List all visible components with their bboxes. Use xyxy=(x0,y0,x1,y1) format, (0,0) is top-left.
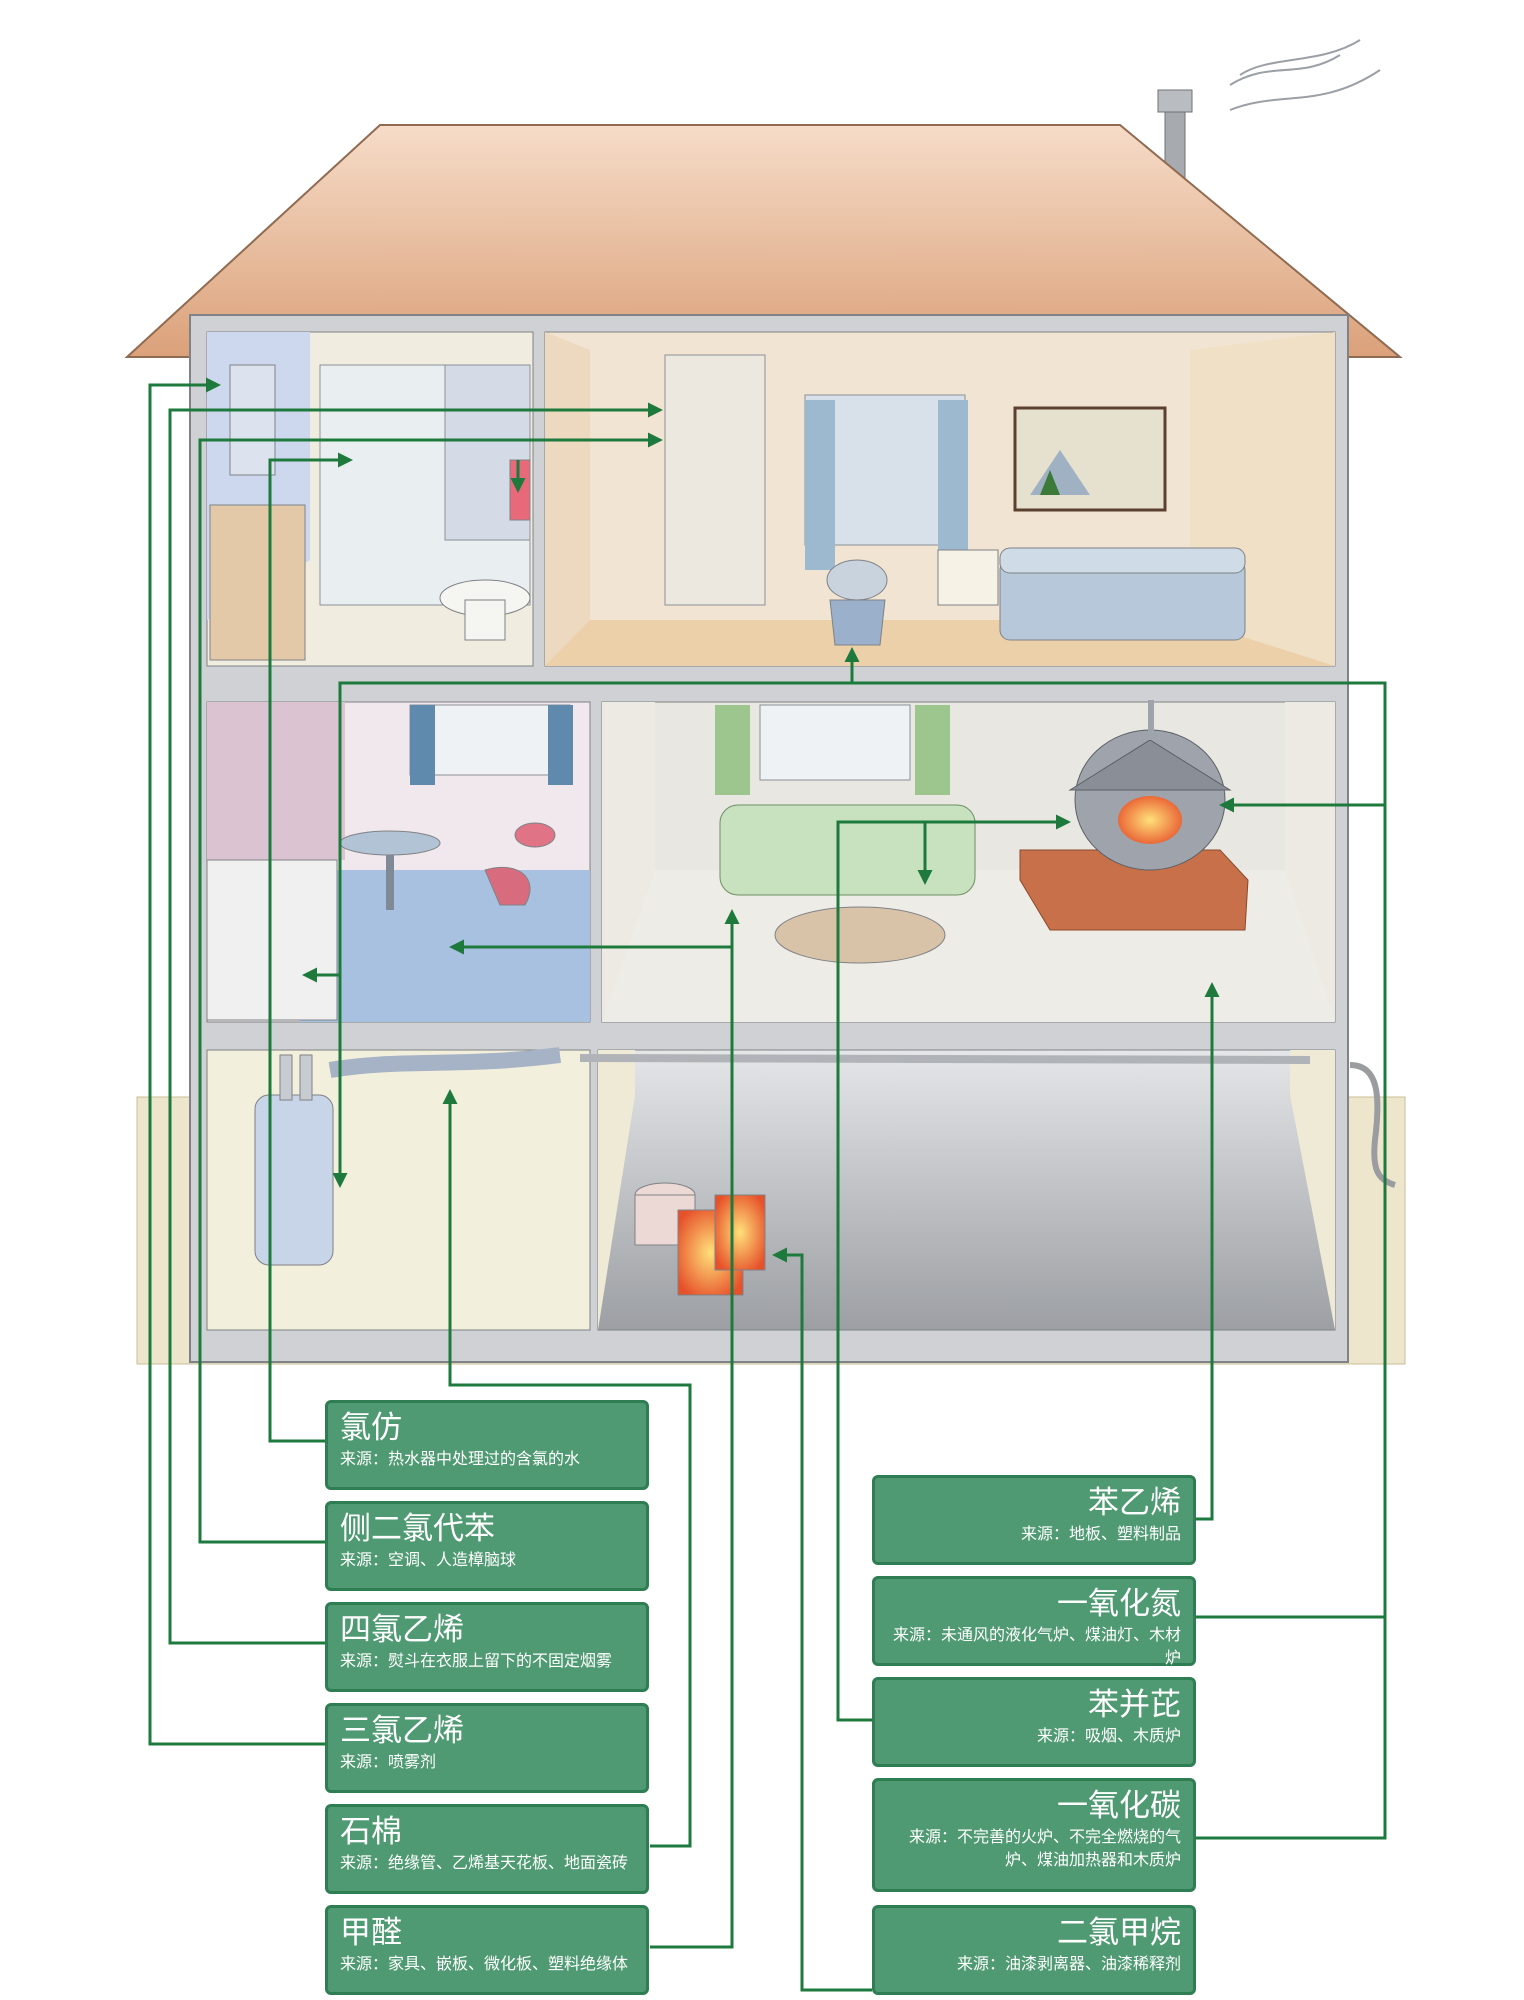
chimney xyxy=(1157,89,1193,184)
connector-chloroform xyxy=(268,452,353,1443)
label-formaldehyde-name: 甲醛 xyxy=(340,1915,402,1951)
label-nitric-oxide: 一氧化氮 来源：未通风的液化气炉、煤油灯、木材炉 xyxy=(872,1576,1196,1667)
label-tetrachloroethylene-source: 来源：熨斗在衣服上留下的不固定烟雾 xyxy=(340,1651,613,1670)
connector-trichloroethylene xyxy=(148,377,325,1746)
label-nitric-oxide-source: 来源：未通风的液化气炉、煤油灯、木材炉 xyxy=(892,1625,1181,1667)
connector-styrene xyxy=(1195,982,1220,1521)
connector-dichlorobenzene xyxy=(198,432,663,1544)
label-benzopyrene: 苯并芘 来源：吸烟、木质炉 xyxy=(872,1677,1196,1767)
label-carbon-monoxide-source: 来源：不完善的火炉、不完全燃烧的气炉、煤油加热器和木质炉 xyxy=(908,1827,1181,1869)
label-dichlorobenzene-name: 侧二氯代苯 xyxy=(340,1511,495,1547)
kitchen xyxy=(206,701,591,1023)
bedroom xyxy=(544,331,1336,667)
label-trichloroethylene-name: 三氯乙烯 xyxy=(340,1713,464,1749)
label-carbon-monoxide: 一氧化碳 来源：不完善的火炉、不完全燃烧的气炉、煤油加热器和木质炉 xyxy=(872,1778,1196,1892)
label-trichloroethylene: 三氯乙烯 来源：喷雾剂 xyxy=(325,1703,649,1793)
label-trichloroethylene-source: 来源：喷雾剂 xyxy=(340,1752,437,1771)
label-dichloromethane: 二氯甲烷 来源：油漆剥离器、油漆稀释剂 xyxy=(872,1905,1196,1995)
smoke xyxy=(1229,39,1381,111)
connector-asbestos xyxy=(442,1089,692,1848)
connector-dichloromethane xyxy=(772,1247,872,1992)
label-benzopyrene-name: 苯并芘 xyxy=(1088,1687,1181,1723)
label-formaldehyde: 甲醛 来源：家具、嵌板、微化板、塑料绝缘体 xyxy=(325,1905,649,1995)
label-styrene-name: 苯乙烯 xyxy=(1088,1485,1181,1521)
label-dichlorobenzene: 侧二氯代苯 来源：空调、人造樟脑球 xyxy=(325,1501,649,1591)
label-chloroform-name: 氯仿 xyxy=(340,1410,402,1446)
label-asbestos-source: 来源：绝缘管、乙烯基天花板、地面瓷砖 xyxy=(340,1853,629,1872)
utility-basement xyxy=(206,1047,591,1331)
connector-benzopyrene xyxy=(836,814,1071,1722)
label-asbestos: 石棉 来源：绝缘管、乙烯基天花板、地面瓷砖 xyxy=(325,1804,649,1894)
label-styrene: 苯乙烯 来源：地板、塑料制品 xyxy=(872,1475,1196,1565)
label-dichlorobenzene-source: 来源：空调、人造樟脑球 xyxy=(340,1550,517,1569)
connector-nitric-oxide xyxy=(332,681,1387,1619)
label-carbon-monoxide-name: 一氧化碳 xyxy=(1057,1788,1181,1824)
label-chloroform: 氯仿 来源：热水器中处理过的含氯的水 xyxy=(325,1400,649,1490)
outside-pipe xyxy=(1349,1062,1396,1188)
label-dichloromethane-source: 来源：油漆剥离器、油漆稀释剂 xyxy=(956,1954,1181,1973)
label-asbestos-name: 石棉 xyxy=(340,1814,402,1850)
bathroom xyxy=(206,331,534,667)
connector-formaldehyde xyxy=(650,909,740,1949)
label-tetrachloroethylene-name: 四氯乙烯 xyxy=(340,1612,464,1648)
connector-lines xyxy=(148,377,1387,1992)
label-styrene-source: 来源：地板、塑料制品 xyxy=(1020,1524,1181,1543)
storage-basement xyxy=(579,1049,1336,1331)
label-tetrachloroethylene: 四氯乙烯 来源：熨斗在衣服上留下的不固定烟雾 xyxy=(325,1602,649,1692)
label-benzopyrene-source: 来源：吸烟、木质炉 xyxy=(1036,1726,1181,1745)
living-room xyxy=(601,700,1336,1023)
connector-carbon-monoxide xyxy=(1195,797,1387,1840)
label-dichloromethane-name: 二氯甲烷 xyxy=(1057,1915,1181,1951)
label-nitric-oxide-name: 一氧化氮 xyxy=(1057,1586,1181,1622)
connector-tetrachloroethylene xyxy=(168,402,663,1645)
label-formaldehyde-source: 来源：家具、嵌板、微化板、塑料绝缘体 xyxy=(340,1954,629,1973)
label-chloroform-source: 来源：热水器中处理过的含氯的水 xyxy=(340,1449,581,1468)
